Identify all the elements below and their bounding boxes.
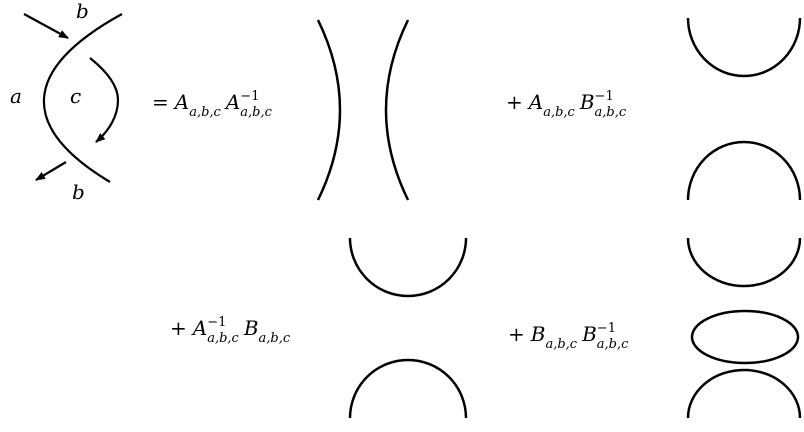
label-c: c bbox=[70, 84, 82, 108]
label-b-bottom: b bbox=[72, 180, 85, 204]
strand-under-bottom bbox=[95, 99, 120, 143]
top-cup-arc bbox=[348, 237, 468, 298]
bottom-cap-arc bbox=[686, 368, 802, 419]
left-vertical-arc bbox=[316, 19, 342, 201]
strand-over bbox=[42, 13, 123, 183]
bottom-cap-arc bbox=[348, 358, 468, 419]
term1-vertical-arcs bbox=[316, 19, 410, 201]
label-b-top: b bbox=[76, 0, 89, 23]
arrow-in-top bbox=[23, 13, 69, 39]
closed-loop-ellipse bbox=[690, 309, 800, 365]
arrow-out-bottom bbox=[35, 161, 67, 181]
term4-cup-loop-cap bbox=[686, 237, 802, 419]
top-cup-arc bbox=[686, 17, 802, 78]
term2-cup-cap bbox=[686, 17, 802, 201]
crossing-diagram bbox=[23, 13, 123, 183]
term3-cup-cap bbox=[348, 237, 468, 419]
label-a: a bbox=[10, 84, 22, 108]
bottom-cap-arc bbox=[686, 140, 802, 201]
strand-under-top bbox=[89, 57, 120, 101]
top-cup-arc bbox=[686, 237, 802, 288]
right-vertical-arc bbox=[384, 19, 410, 201]
